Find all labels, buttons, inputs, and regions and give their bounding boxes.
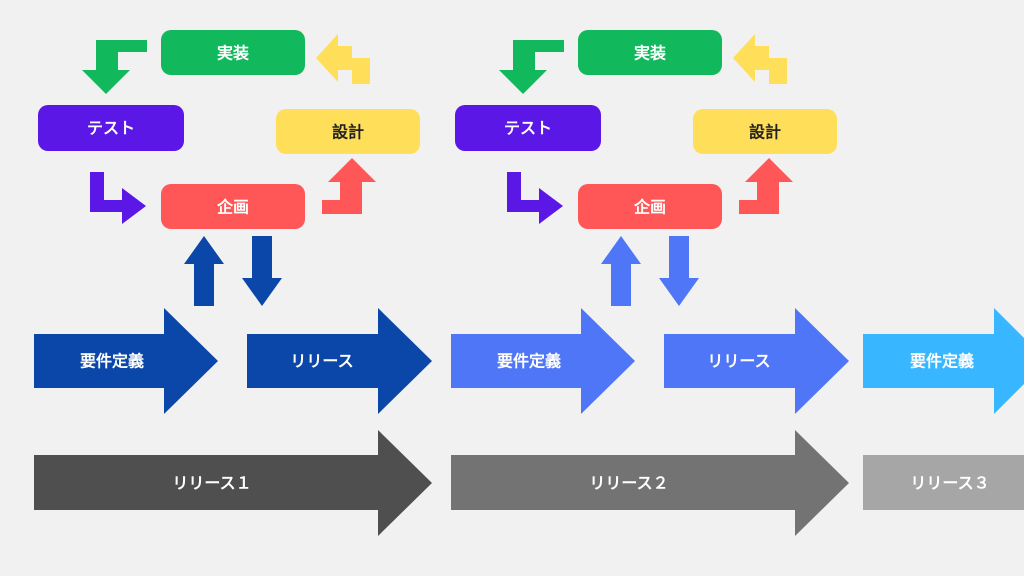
phase-arrows: 要件定義 リリース 要件定義 リリース 要件定義 — [34, 308, 1024, 414]
release-bars: リリース１ リリース２ リリース３ — [34, 430, 1024, 536]
arrow-test-to-plan-1 — [90, 172, 146, 224]
arrow-implement-to-test-2 — [499, 40, 564, 94]
phase-label-requirements-3: 要件定義 — [910, 352, 974, 371]
arrow-up-2 — [601, 236, 641, 306]
arrow-design-to-implement-2 — [733, 34, 787, 84]
box-plan-2 — [578, 184, 722, 229]
box-design-2 — [693, 109, 837, 154]
phase-arrow-release-1 — [247, 308, 432, 414]
release-bar-3 — [863, 455, 1024, 510]
arrow-plan-to-design-1 — [322, 158, 376, 214]
box-design-label-1: 設計 — [332, 123, 364, 142]
phase-label-release-1: リリース — [290, 352, 353, 371]
box-test-label-2: テスト — [504, 119, 552, 138]
dev-cycle-1: 実装 テスト 設計 企画 — [38, 30, 420, 306]
release-bar-2 — [451, 430, 849, 536]
arrow-implement-to-test-1 — [82, 40, 147, 94]
box-implement-label-2: 実装 — [634, 44, 666, 63]
box-plan-label-1: 企画 — [216, 198, 249, 217]
arrow-up-1 — [184, 236, 224, 306]
box-plan-1 — [161, 184, 305, 229]
arrow-plan-to-design-2 — [739, 158, 793, 214]
box-test-2 — [455, 105, 601, 151]
release-bar-label-3: リリース３ — [910, 474, 989, 493]
box-design-label-2: 設計 — [749, 123, 781, 142]
phase-arrow-requirements-2 — [451, 308, 635, 414]
box-implement-label-1: 実装 — [217, 44, 249, 63]
phase-label-requirements-1: 要件定義 — [80, 352, 144, 371]
arrow-down-1 — [242, 236, 282, 306]
box-implement-1 — [161, 30, 305, 75]
arrow-down-2 — [659, 236, 699, 306]
arrow-design-to-implement-1 — [316, 34, 370, 84]
release-bar-label-2: リリース２ — [589, 474, 668, 493]
box-test-label-1: テスト — [87, 119, 135, 138]
box-plan-label-2: 企画 — [633, 198, 666, 217]
release-bar-1 — [34, 430, 432, 536]
box-implement-2 — [578, 30, 722, 75]
phase-arrow-requirements-1 — [34, 308, 218, 414]
phase-label-requirements-2: 要件定義 — [497, 352, 561, 371]
phase-arrow-requirements-3 — [863, 308, 1024, 414]
phase-label-release-2: リリース — [707, 352, 770, 371]
box-test-1 — [38, 105, 184, 151]
phase-arrow-release-2 — [664, 308, 849, 414]
release-bar-label-1: リリース１ — [172, 474, 251, 493]
arrow-test-to-plan-2 — [507, 172, 563, 224]
dev-cycle-2: 実装 テスト 設計 企画 — [455, 30, 837, 306]
box-design-1 — [276, 109, 420, 154]
